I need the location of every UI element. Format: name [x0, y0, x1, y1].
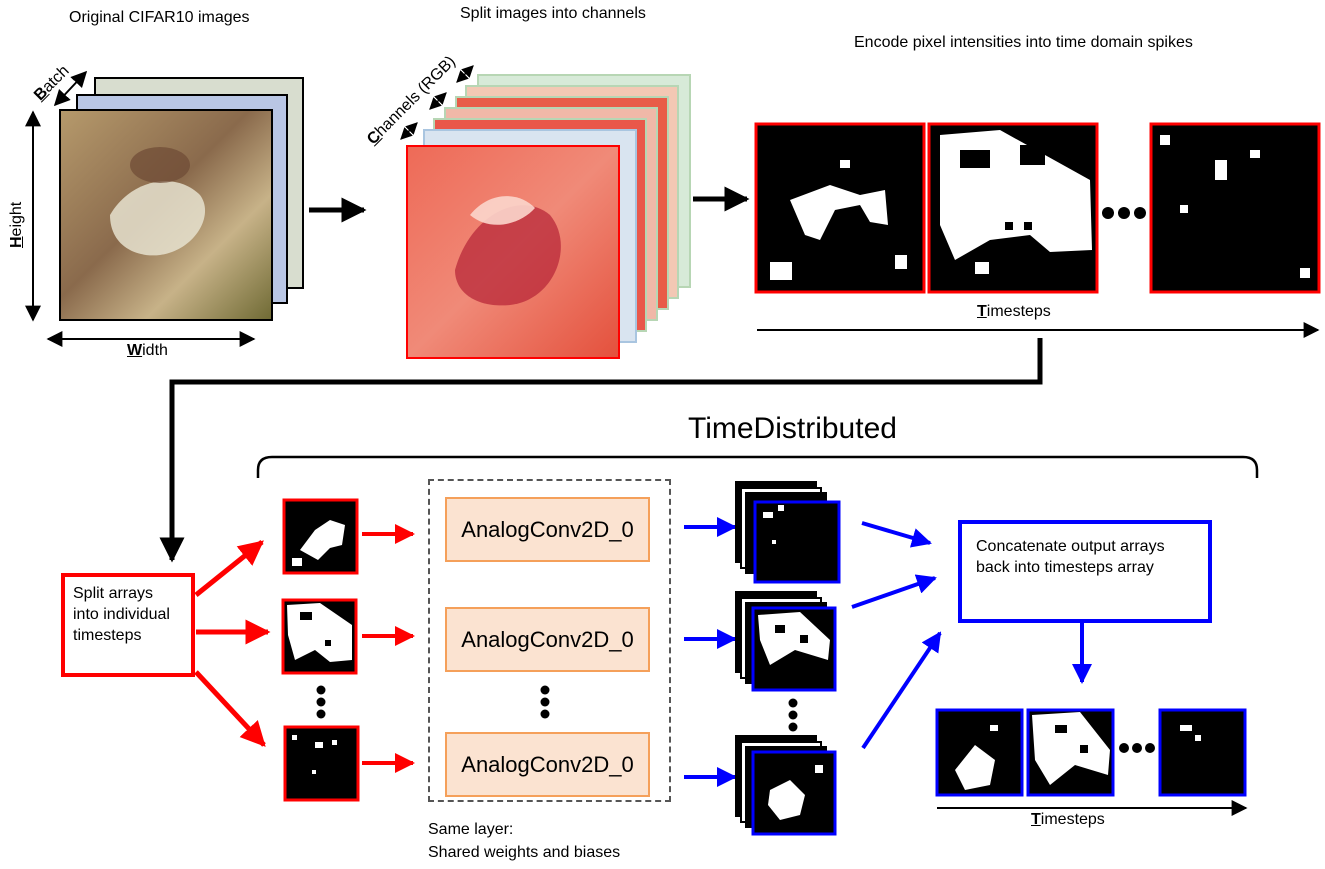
same-layer-label: Same layer:: [428, 821, 514, 838]
height-label: Height: [8, 201, 25, 248]
output-frame-2: [1026, 708, 1115, 797]
original-image-stack: [59, 77, 304, 321]
channel-stack: [406, 74, 691, 359]
output-stack-1: [735, 481, 841, 584]
vertical-dot: [316, 685, 326, 695]
conv-layer-3: AnalogConv2D_0: [445, 732, 650, 797]
ellipsis-dot: [1102, 207, 1114, 219]
output-stack-n: [735, 735, 837, 836]
spike-frame-1: [754, 122, 926, 294]
concatenate-box: Concatenate output arrays back into time…: [958, 520, 1212, 623]
ellipsis-dot: [1132, 743, 1142, 753]
shared-weights-label: Shared weights and biases: [428, 844, 621, 861]
channel-arrow-3: [456, 65, 474, 83]
connector-path: [159, 338, 1043, 563]
vertical-dot: [788, 698, 798, 708]
vertical-dot: [788, 710, 798, 720]
spike-frame-n: [1149, 122, 1321, 294]
split-arrays-box: Split arrays into individual timesteps: [61, 573, 195, 677]
vertical-dot: [316, 709, 326, 719]
blue-arrow-to-concat-2: [851, 574, 937, 609]
output-frame-n: [1158, 708, 1247, 797]
split-channels-label: Split images into channels: [460, 5, 646, 22]
ellipsis-dot: [1145, 743, 1155, 753]
timestep-input-1: [282, 498, 359, 575]
vertical-dot: [540, 697, 550, 707]
output-frame-1: [935, 708, 1024, 797]
red-arrow-down: [194, 670, 266, 747]
time-distributed-label: TimeDistributed: [688, 412, 897, 445]
red-arrow-up: [194, 540, 264, 597]
width-label: Width: [127, 342, 168, 359]
time-distributed-brace: [256, 455, 1259, 478]
ellipsis-dot: [1119, 743, 1129, 753]
blue-arrow-to-concat-1: [861, 521, 932, 548]
ellipsis-dot: [1134, 207, 1146, 219]
ellipsis-dot: [1118, 207, 1130, 219]
vertical-dot: [540, 709, 550, 719]
encode-label: Encode pixel intensities into time domai…: [854, 34, 1193, 51]
shared-layer-container: [428, 479, 671, 802]
conv-layer-1: AnalogConv2D_0: [445, 497, 650, 562]
channel-arrow-1: [400, 122, 418, 140]
timestep-input-n: [283, 725, 360, 802]
channel-arrow-2: [429, 92, 447, 110]
vertical-dot: [788, 722, 798, 732]
conv-layer-2: AnalogConv2D_0: [445, 607, 650, 672]
vertical-dot: [316, 697, 326, 707]
output-stack-2: [735, 591, 837, 692]
timesteps-top-label: Timesteps: [977, 303, 1051, 320]
timestep-input-2: [281, 598, 358, 675]
spike-frame-2: [927, 122, 1099, 294]
original-images-label: Original CIFAR10 images: [69, 9, 250, 26]
batch-arrow: [53, 70, 88, 107]
timesteps-bottom-label: Timesteps: [1031, 811, 1105, 828]
blue-arrow-to-concat-3: [861, 631, 942, 750]
vertical-dot: [540, 685, 550, 695]
